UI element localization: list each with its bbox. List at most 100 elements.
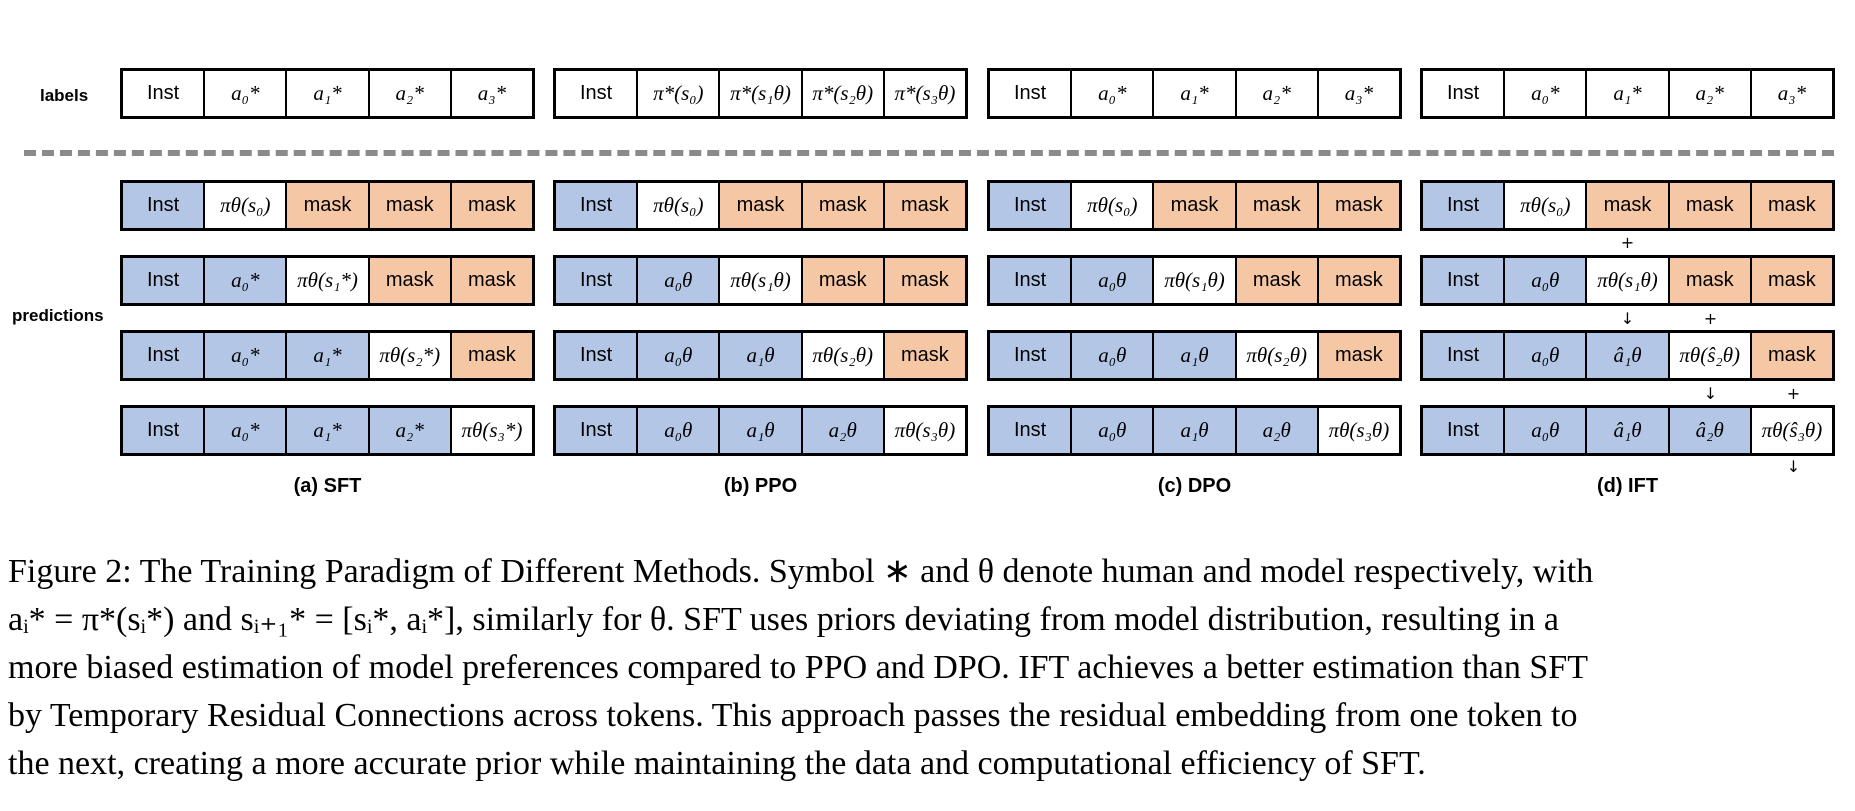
token-cell: â₂θ xyxy=(1667,408,1750,453)
token-cell: a₂* xyxy=(367,71,450,116)
instruction-token: Inst xyxy=(990,333,1071,378)
mask-token: mask xyxy=(449,333,533,378)
token-cell: â₁θ xyxy=(1585,408,1668,453)
mask-token: mask xyxy=(882,258,966,303)
instruction-token: Inst xyxy=(556,258,637,303)
prediction-token: πθ(s₀) xyxy=(1070,183,1153,228)
prediction-token: πθ(s₃θ) xyxy=(882,408,966,453)
instruction-token: Inst xyxy=(123,258,204,303)
token-cell: a₀* xyxy=(203,71,286,116)
down-arrow-icon: ↓ xyxy=(1620,309,1635,328)
mask-token: mask xyxy=(367,183,450,228)
caption-line: by Temporary Residual Connections across… xyxy=(8,697,1578,734)
prediction-token: πθ(s₃θ) xyxy=(1316,408,1400,453)
plus-icon: + xyxy=(1620,233,1635,252)
token-cell: a₁θ xyxy=(718,333,801,378)
instruction-token: Inst xyxy=(123,333,204,378)
instruction-token: Inst xyxy=(556,408,637,453)
token-cell: a₁* xyxy=(285,71,368,116)
plus-icon: + xyxy=(1786,384,1801,403)
figure-caption: Figure 2: The Training Paradigm of Diffe… xyxy=(8,548,1848,788)
prediction-token: πθ(s₃*) xyxy=(449,408,533,453)
down-arrow-icon: ↓ xyxy=(1703,384,1718,403)
labels-row-label: labels xyxy=(40,86,89,105)
token-cell: a₀θ xyxy=(1070,333,1153,378)
instruction-token: Inst xyxy=(123,183,204,228)
predictions-row-label: predictions xyxy=(12,306,104,325)
token-cell: a₀* xyxy=(203,408,286,453)
token-cell: a₂* xyxy=(1234,71,1317,116)
mask-token: mask xyxy=(1234,183,1317,228)
mask-token: mask xyxy=(285,183,368,228)
prediction-token: πθ(s₁θ) xyxy=(718,258,801,303)
mask-token: mask xyxy=(367,258,450,303)
prediction-token: πθ(ŝ₂θ) xyxy=(1667,333,1750,378)
mask-token: mask xyxy=(1749,333,1833,378)
instruction-token: Inst xyxy=(990,183,1071,228)
token-cell: a₃* xyxy=(449,71,533,116)
token-cell: a₁* xyxy=(1152,71,1235,116)
instruction-token: Inst xyxy=(990,258,1071,303)
mask-token: mask xyxy=(449,183,533,228)
prediction-token: πθ(s₀) xyxy=(203,183,286,228)
mask-token: mask xyxy=(1152,183,1235,228)
token-cell: a₀θ xyxy=(1070,258,1153,303)
token-cell: a₀θ xyxy=(1503,258,1586,303)
dashed-separator xyxy=(24,150,1834,156)
prediction-token: πθ(s₂θ) xyxy=(1234,333,1317,378)
token-cell: a₀θ xyxy=(636,333,719,378)
panel-caption: (a) SFT xyxy=(293,475,362,497)
token-cell: a₀* xyxy=(1503,71,1586,116)
instruction-token: Inst xyxy=(1423,258,1504,303)
token-cell: a₂* xyxy=(1667,71,1750,116)
instruction-token: Inst xyxy=(990,408,1071,453)
panel-caption: (d) IFT xyxy=(1596,475,1659,497)
down-arrow-icon: ↓ xyxy=(1786,457,1801,476)
panel-caption: (c) DPO xyxy=(1157,475,1232,497)
caption-line: more biased estimation of model preferen… xyxy=(8,649,1588,686)
token-cell: a₃* xyxy=(1316,71,1400,116)
token-cell: a₂θ xyxy=(1234,408,1317,453)
token-cell: a₀θ xyxy=(1070,408,1153,453)
mask-token: mask xyxy=(1316,333,1400,378)
prediction-token: πθ(s₀) xyxy=(1503,183,1586,228)
mask-token: mask xyxy=(800,183,883,228)
token-cell: a₀θ xyxy=(636,408,719,453)
token-cell: a₀* xyxy=(203,258,286,303)
mask-token: mask xyxy=(718,183,801,228)
token-cell: a₁θ xyxy=(1152,333,1235,378)
instruction-token: Inst xyxy=(1423,408,1504,453)
token-cell: a₁* xyxy=(285,408,368,453)
mask-token: mask xyxy=(1667,183,1750,228)
token-cell: a₁θ xyxy=(718,408,801,453)
caption-line: the next, creating a more accurate prior… xyxy=(8,745,1426,782)
instruction-token: Inst xyxy=(123,71,204,116)
token-cell: a₁* xyxy=(285,333,368,378)
prediction-token: πθ(s₁θ) xyxy=(1585,258,1668,303)
token-cell: π*(s₀) xyxy=(636,71,719,116)
instruction-token: Inst xyxy=(556,183,637,228)
caption-line: aᵢ* = π*(sᵢ*) and sᵢ₊₁* = [sᵢ*, aᵢ*], si… xyxy=(8,601,1559,638)
mask-token: mask xyxy=(1749,183,1833,228)
token-cell: π*(s₃θ) xyxy=(882,71,966,116)
prediction-token: πθ(s₁*) xyxy=(285,258,368,303)
token-cell: â₁θ xyxy=(1585,333,1668,378)
instruction-token: Inst xyxy=(556,333,637,378)
token-cell: a₂θ xyxy=(800,408,883,453)
